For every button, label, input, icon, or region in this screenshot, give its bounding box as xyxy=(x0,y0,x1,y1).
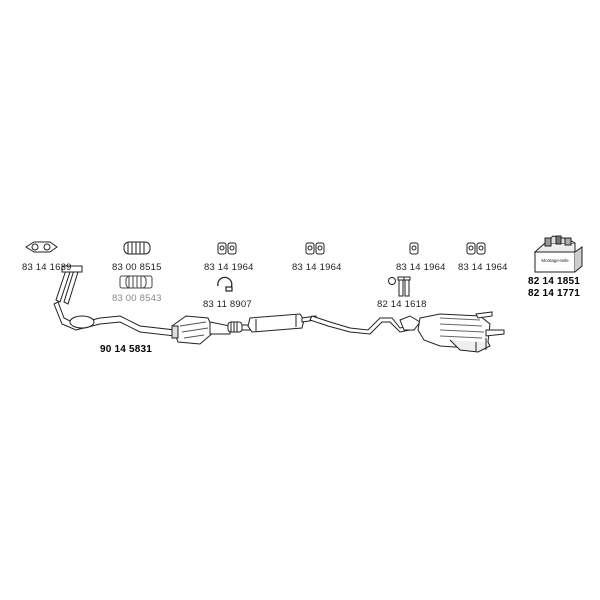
part-label-mounting-kit-1: 82 14 1851 xyxy=(528,276,581,287)
part-label-hanger-2: 83 14 1964 xyxy=(292,262,342,273)
hanger-icon xyxy=(466,242,486,255)
hanger-icon xyxy=(305,242,325,255)
center-muffler xyxy=(247,313,317,333)
flex-pipe-icon xyxy=(123,241,151,255)
mid-pipe xyxy=(309,315,411,335)
hanger-icon xyxy=(217,242,237,255)
part-label-hanger-4: 83 14 1964 xyxy=(458,262,508,273)
kit-box-text: Montage-teile xyxy=(541,258,569,263)
clamp-icon xyxy=(217,276,233,292)
part-label-hanger-1: 83 14 1964 xyxy=(204,262,254,273)
part-label-gasket: 83 14 1639 xyxy=(22,262,72,273)
part-label-clamp: 83 11 8907 xyxy=(203,299,252,310)
catalytic-converter xyxy=(171,315,231,345)
mounting-kit-box-icon xyxy=(533,235,583,273)
part-label-hanger-3: 83 14 1964 xyxy=(396,262,446,273)
rear-muffler xyxy=(399,311,505,353)
bolt-kit-icon xyxy=(388,276,411,297)
front-pipe xyxy=(53,265,176,337)
part-label-flex-pipe-b: 83 00 8543 xyxy=(112,293,162,304)
part-label-mounting-kit-2: 82 14 1771 xyxy=(528,288,581,299)
part-label-bolt-kit: 82 14 1618 xyxy=(377,299,427,310)
intermediate-pipe xyxy=(227,321,251,333)
hanger-icon xyxy=(409,242,419,255)
flex-pipe-icon xyxy=(119,275,153,289)
gasket-icon xyxy=(25,241,58,253)
part-label-flex-pipe-a: 83 00 8515 xyxy=(112,262,162,273)
part-label-front-pipe: 90 14 5831 xyxy=(100,344,153,355)
